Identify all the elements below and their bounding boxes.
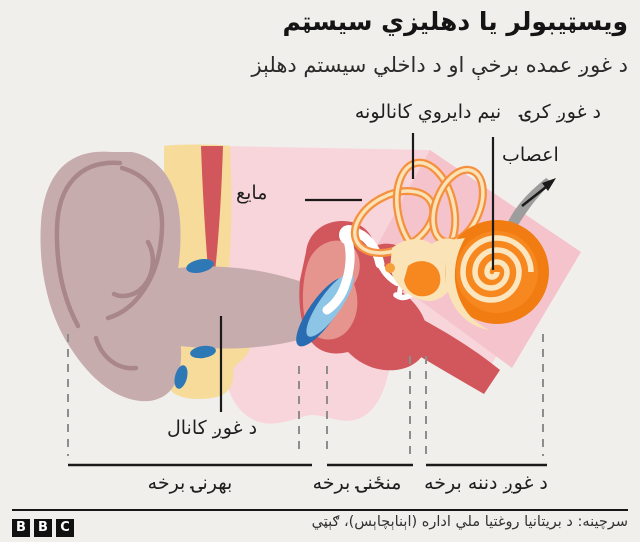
bbc-logo: B B C [12,519,74,537]
label-nerves: اعصاب [502,144,559,166]
pointer-lines [219,133,495,412]
label-outer-section: بهرنۍ برخه [147,472,233,494]
source-credit: سرچينه: د بريتانيا روغتيا ملي اداره (اېن… [311,514,628,530]
label-middle-section: منځنۍ برخه [312,472,402,494]
label-ear-canal: د غوږ کانال [166,417,258,439]
label-fluid: مايع [236,182,268,204]
outer-ear-shape [40,151,182,402]
section-boundary-dashes [67,334,544,456]
page-title: ويسټيبولر يا دهليزي سيسټم [282,7,628,36]
vessel-shapes [174,259,216,389]
label-inner-section: د غوږ دننه برخه [424,472,548,494]
nerve-arrow-icon [521,178,556,207]
label-semicircular-canals: نيم دايروي کانالونه [354,101,502,123]
label-cochlea: د غوږ کرۍ [520,101,602,123]
bbc-logo-block: B [12,519,30,537]
ear-canal-shape [152,266,345,349]
page-subtitle: د غوږ عمده برخې او د داخلي سيستم دهلېز [251,53,628,77]
bbc-logo-block: B [34,519,52,537]
middle-ear-tube [406,318,500,394]
cochlea-shape [445,220,549,330]
bbc-logo-block: C [56,519,74,537]
bone-red-wedge [201,146,223,304]
footer-divider [12,509,628,511]
